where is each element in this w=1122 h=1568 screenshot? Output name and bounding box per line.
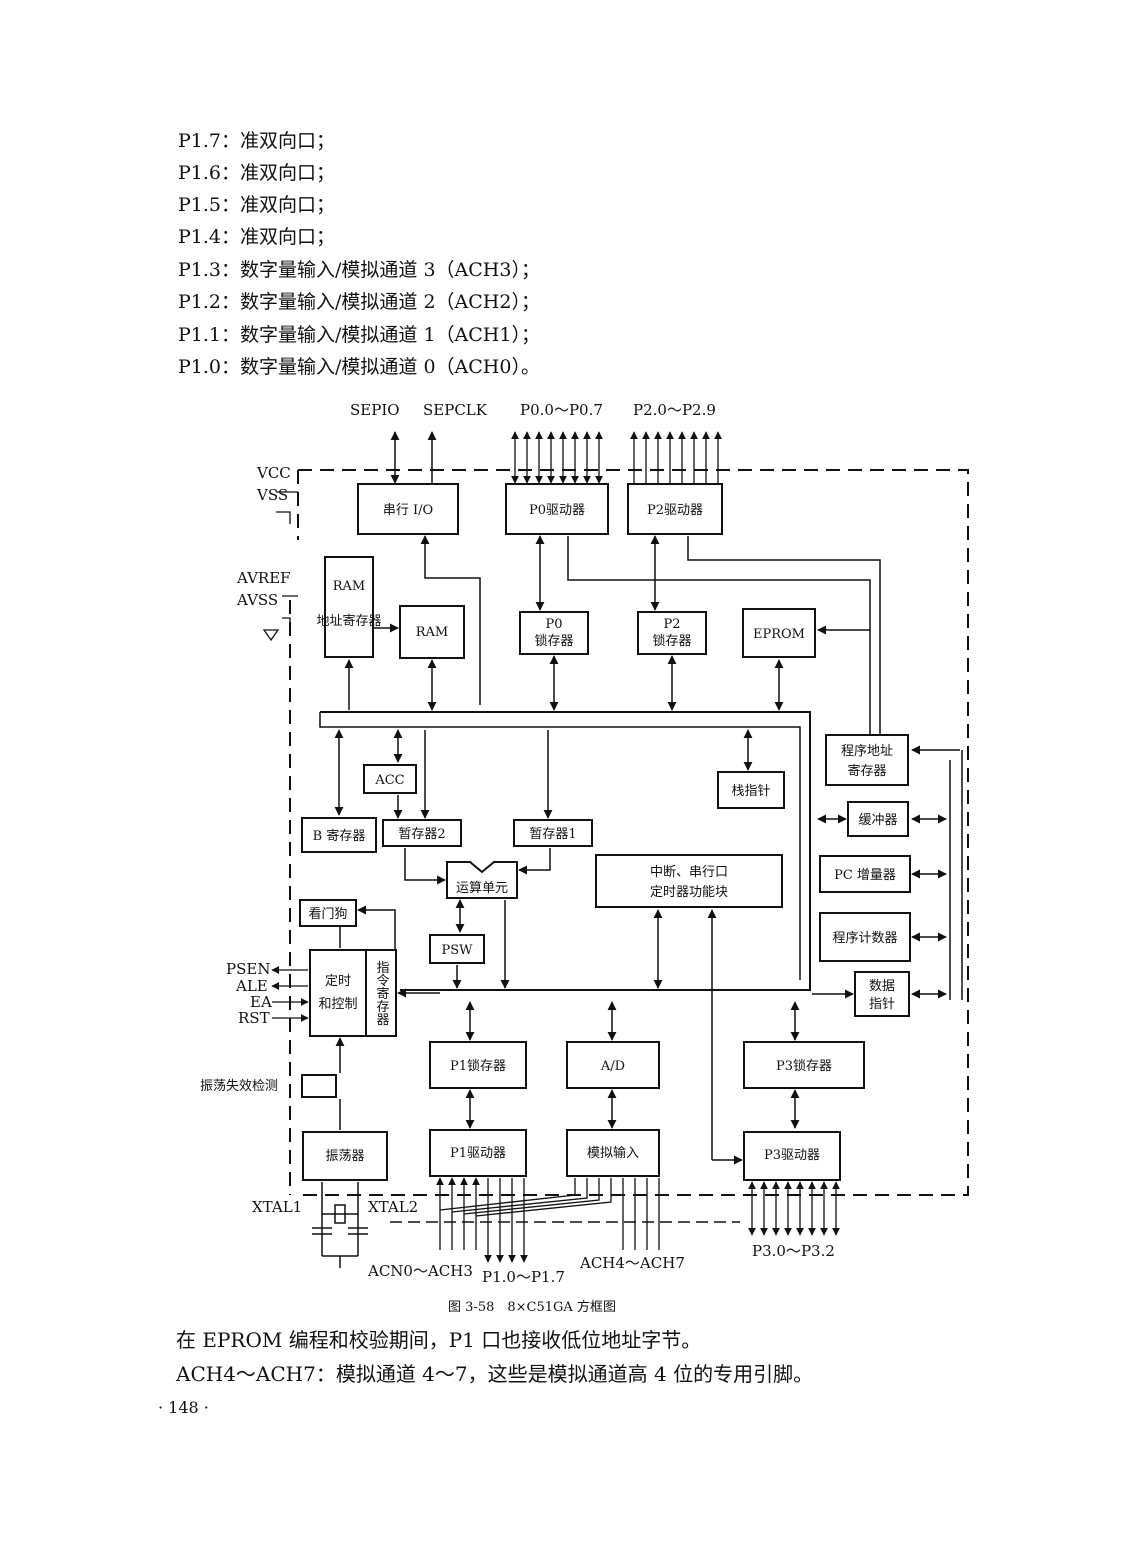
vcc-vss-lines (276, 491, 298, 524)
block-ram-addr-reg-a: RAM (333, 579, 366, 594)
chip-boundary (298, 469, 969, 1196)
block-p0-driver: P0驱动器 (529, 503, 585, 518)
block-eprom: EPROM (753, 627, 805, 642)
label-p0-pins: P0.0～P0.7 (520, 401, 603, 419)
label-sepio: SEPIO (350, 401, 400, 419)
avref-avss-lines (262, 595, 298, 642)
label-vcc: VCC (256, 464, 291, 482)
p3-pin-arrows (748, 1181, 840, 1236)
label-xtal1: XTAL1 (252, 1198, 302, 1216)
pin-line-p1-7: P1.7：准双向口； (178, 130, 336, 152)
label-xtal2: XTAL2 (368, 1198, 418, 1216)
block-p1-latch: P1锁存器 (450, 1058, 506, 1074)
block-serial-io: 串行 I/O (383, 503, 433, 518)
pin-line-p1-5: P1.5：准双向口； (178, 194, 336, 216)
pin-line-p1-0: P1.0：数字量输入/模拟通道 0（ACH0）。 (178, 356, 540, 378)
block-osc: 振荡器 (325, 1149, 364, 1164)
block-temp2: 暂存器2 (398, 827, 445, 842)
internal-bus (320, 711, 811, 991)
block-ram: RAM (416, 625, 449, 640)
block-instr-reg: 指令寄存器 (374, 961, 390, 1027)
p0-pin-arrows (511, 431, 603, 484)
label-p2-pins: P2.0～P2.9 (633, 401, 716, 419)
pin-line-p1-6: P1.6：准双向口； (178, 162, 336, 184)
block-data-ptr-b: 指针 (869, 997, 895, 1012)
label-p3-pins: P3.0～P3.2 (752, 1242, 835, 1260)
block-ram-addr-reg-b: 地址寄存器 (316, 613, 381, 629)
block-interrupt-b: 定时器功能块 (650, 885, 728, 900)
alu-shape (446, 861, 518, 899)
block-ad: A/D (600, 1059, 625, 1074)
label-ale: ALE (235, 977, 268, 995)
block-p0-latch-b: 锁存器 (534, 633, 573, 649)
label-psen: PSEN (226, 960, 270, 978)
label-rst: RST (238, 1009, 270, 1027)
block-buffer: 缓冲器 (858, 813, 897, 828)
page-number: · 148 · (158, 1398, 209, 1417)
block-p1-driver: P1驱动器 (450, 1146, 506, 1161)
block-p2-driver: P2驱动器 (647, 503, 703, 518)
label-p1-pins: P1.0～P1.7 (482, 1268, 565, 1286)
analog-pin-lines (439, 1178, 660, 1250)
block-pc-inc: PC 增量器 (834, 868, 896, 883)
block-stack-ptr: 栈指针 (731, 784, 770, 799)
block-temp1: 暂存器1 (529, 827, 576, 842)
label-ea: EA (250, 993, 272, 1011)
pin-line-p1-1: P1.1：数字量输入/模拟通道 1（ACH1）； (178, 324, 540, 346)
p1-pin-arrows (436, 1177, 528, 1263)
block-analog-in: 模拟输入 (587, 1145, 639, 1161)
block-acc: ACC (374, 773, 404, 788)
block-p2-latch-b: 锁存器 (652, 633, 691, 649)
paragraph-ach47: ACH4～ACH7：模拟通道 4～7，这些是模拟通道高 4 位的专用引脚。 (176, 1362, 814, 1386)
figure-caption: 图 3-58 8×C51GA 方框图 (448, 1300, 616, 1315)
pin-line-p1-3: P1.3：数字量输入/模拟通道 3（ACH3）； (178, 259, 540, 281)
p2-pin-arrows (630, 431, 722, 483)
block-osc-fail: 振荡失效检测 (200, 1079, 278, 1094)
label-vss: VSS (256, 486, 288, 504)
block-diagram: SEPIO SEPCLK P0.0～P0.7 P2.0～P2.9 VCC VSS… (200, 401, 969, 1286)
paragraph-eprom: 在 EPROM 编程和校验期间，P1 口也接收低位地址字节。 (176, 1328, 702, 1352)
block-p2-latch-a: P2 (663, 617, 680, 632)
block-p3-driver: P3驱动器 (764, 1148, 820, 1163)
pin-line-p1-2: P1.2：数字量输入/模拟通道 2（ACH2）； (178, 291, 540, 313)
label-sepclk: SEPCLK (423, 401, 488, 419)
block-watchdog: 看门狗 (308, 906, 347, 922)
block-prog-addr-reg-a: 程序地址 (841, 744, 893, 759)
block-data-ptr-a: 数据 (869, 979, 895, 994)
block-psw: PSW (441, 943, 473, 958)
block-p0-latch-a: P0 (545, 617, 562, 632)
label-acn: ACN0～ACH3 (367, 1262, 473, 1280)
label-ach47: ACH4～ACH7 (579, 1254, 685, 1272)
label-avss: AVSS (236, 591, 278, 609)
block-p3-latch: P3锁存器 (776, 1058, 832, 1074)
crystal-circuit (312, 1182, 368, 1268)
block-alu: 运算单元 (456, 881, 508, 896)
block-prog-counter: 程序计数器 (832, 931, 897, 946)
block-timing-ctrl-b: 和控制 (318, 997, 357, 1012)
block-b-reg: B 寄存器 (313, 828, 366, 844)
block-interrupt-a: 中断、串行口 (650, 865, 728, 880)
block-prog-addr-reg-b: 寄存器 (847, 763, 886, 779)
label-avref: AVREF (236, 569, 291, 587)
pin-line-p1-4: P1.4：准双向口； (178, 226, 336, 248)
block-timing-ctrl-a: 定时 (325, 974, 351, 989)
